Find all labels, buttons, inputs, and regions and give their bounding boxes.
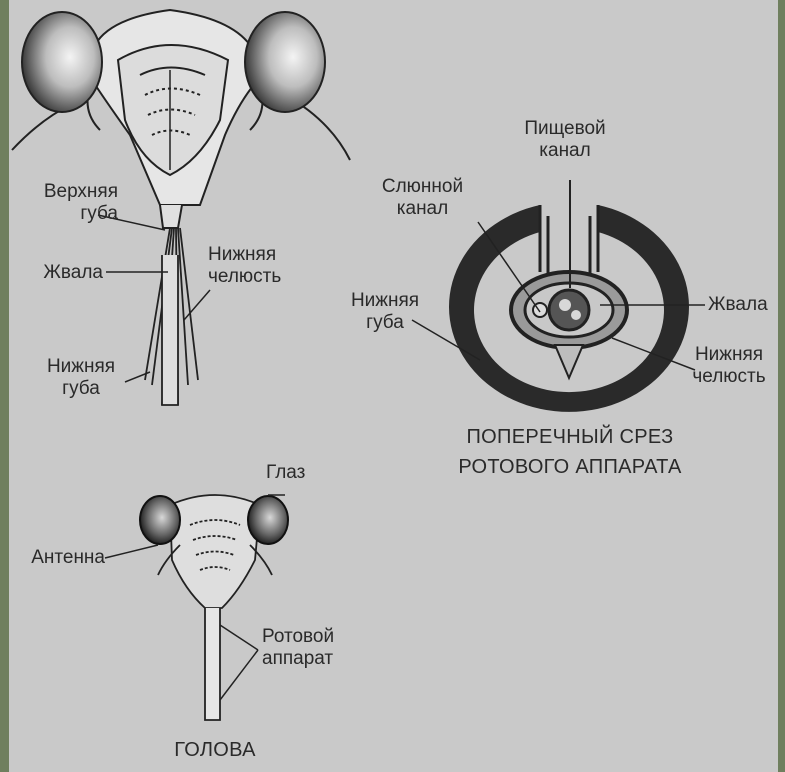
right-compound-eye-large	[245, 12, 325, 112]
left-compound-eye-large	[22, 12, 102, 112]
stylets-bundle	[145, 228, 198, 405]
label-food-canal: Пищевой канал	[500, 118, 630, 162]
label-eye: Глаз	[266, 462, 326, 484]
label-salivary-canal: Слюнной канал	[360, 176, 485, 220]
right-compound-eye-small	[248, 496, 288, 544]
label-maxilla-left: Нижняя челюсть	[208, 244, 318, 288]
left-compound-eye-small	[140, 496, 180, 544]
label-upper-lip: Верхняя губа	[18, 181, 118, 225]
caption-head: ГОЛОВА	[140, 735, 290, 765]
label-maxilla-right: Нижняя челюсть	[675, 344, 783, 388]
label-antenna: Антенна	[10, 547, 105, 569]
label-mandibles-right: Жвала	[708, 294, 783, 316]
label-mouthparts: Ротовой аппарат	[262, 626, 362, 670]
caption-cross-section: ПОПЕРЕЧНЫЙ СРЕЗ РОТОВОГО АППАРАТА	[420, 422, 720, 482]
label-lower-lip-left: Нижняя губа	[26, 356, 136, 400]
label-mandibles-left: Жвала	[18, 262, 103, 284]
label-lower-lip-right: Нижняя губа	[330, 290, 440, 334]
